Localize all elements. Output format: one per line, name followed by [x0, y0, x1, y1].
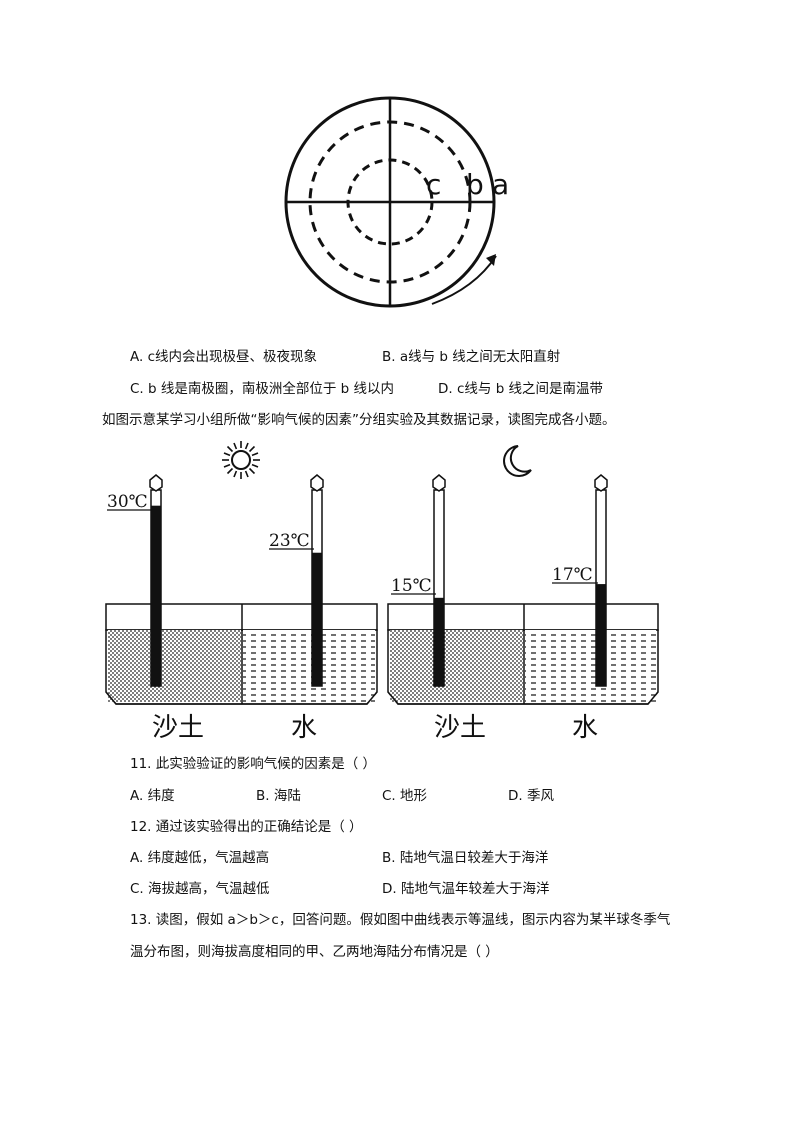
day-water-thermometer	[310, 474, 324, 687]
q12-option-c: C. 海拔越高，气温越低	[130, 881, 270, 897]
intro-text: 如图示意某学习小组所做“影响气候的因素”分组实验及其数据记录，读图完成各小题。	[102, 412, 616, 428]
q12-stem: 12. 通过该实验得出的正确结论是（ ）	[130, 819, 363, 835]
sun-icon	[222, 441, 260, 479]
night-water-temp: 17℃	[552, 565, 593, 585]
q10-option-d: D. c线与 b 线之间是南温带	[438, 381, 604, 397]
day-sand-label: 沙土	[152, 713, 204, 743]
q11-stem: 11. 此实验验证的影响气候的因素是（ ）	[130, 756, 377, 772]
day-water-fill	[243, 630, 375, 702]
day-water-temp: 23℃	[269, 531, 310, 551]
night-sand-thermometer	[432, 474, 446, 687]
q11-option-d: D. 季风	[508, 788, 554, 804]
night-sand-label: 沙土	[434, 713, 486, 743]
experiment-diagram: 30℃ 23℃ 15℃ 17℃ 沙土 水 沙土 水	[105, 441, 659, 743]
day-sand-thermometer	[149, 474, 163, 687]
q11-option-a: A. 纬度	[130, 788, 175, 804]
q12-option-b: B. 陆地气温日较差大于海洋	[382, 850, 549, 866]
q11-option-c: C. 地形	[382, 788, 428, 804]
q13-line-2: 温分布图，则海拔高度相同的甲、乙两地海陆分布情况是（ ）	[130, 944, 499, 960]
day-water-thermometer-mercury	[312, 552, 322, 686]
q12-option-a: A. 纬度越低，气温越高	[130, 850, 270, 866]
q10-option-b: B. a线与 b 线之间无太阳直射	[382, 349, 561, 365]
q10-option-c: C. b 线是南极圈，南极洲全部位于 b 线以内	[130, 381, 395, 397]
night-water-thermometer	[594, 474, 608, 687]
day-sand-temp: 30℃	[107, 492, 148, 512]
day-container	[105, 603, 378, 705]
night-sand-thermometer-mercury	[434, 597, 444, 686]
day-sand-thermometer-mercury	[151, 505, 161, 686]
q13-line-1: 13. 读图，假如 a＞b＞c，回答问题。假如图中曲线表示等温线，图示内容为某半…	[130, 912, 671, 928]
polar-circles-diagram: c b a	[284, 96, 509, 308]
label-b: b	[466, 168, 484, 201]
q12-option-d: D. 陆地气温年较差大于海洋	[382, 881, 550, 897]
night-sand-fill	[390, 630, 523, 702]
day-water-label: 水	[291, 713, 317, 743]
rotation-arrow-head-icon	[486, 254, 496, 266]
label-c: c	[426, 168, 441, 201]
q11-option-b: B. 海陆	[256, 788, 301, 804]
q10-option-a: A. c线内会出现极昼、极夜现象	[130, 349, 318, 365]
night-sand-temp: 15℃	[391, 576, 432, 596]
night-water-thermometer-mercury	[596, 584, 606, 686]
night-container	[387, 603, 659, 705]
moon-icon	[503, 445, 532, 477]
day-sand-fill	[108, 630, 241, 702]
label-a: a	[492, 168, 509, 201]
night-water-fill	[525, 630, 656, 702]
night-water-label: 水	[572, 713, 598, 743]
